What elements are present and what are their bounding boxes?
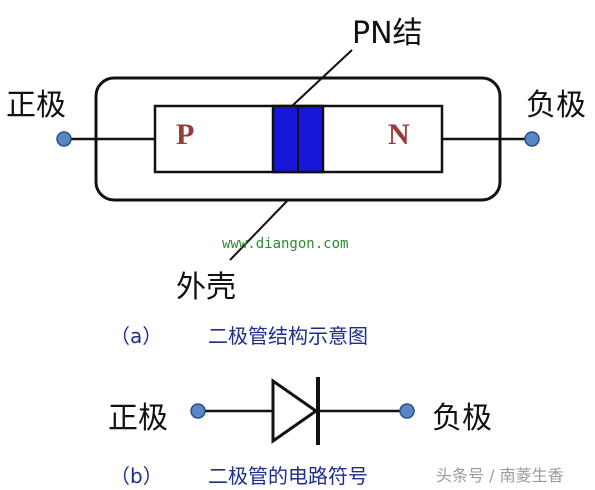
caption-a-text: 二极管结构示意图 <box>208 324 368 348</box>
cathode-label: 负极 <box>526 88 586 123</box>
watermark: 头条号 / 南菱生香 <box>436 466 564 485</box>
n-region-label: N <box>388 118 410 151</box>
pn-junction-label: PN结 <box>352 16 423 51</box>
shell-label: 外壳 <box>176 270 236 305</box>
symbol-anode-terminal <box>190 403 206 419</box>
symbol-anode-label: 正极 <box>108 401 168 436</box>
cathode-terminal <box>524 131 540 147</box>
diode-triangle <box>271 378 319 444</box>
shell-pointer <box>229 199 289 261</box>
caption-b-tag: （b） <box>110 464 163 488</box>
website-url: www.diangon.com <box>222 236 349 252</box>
symbol-cathode-terminal <box>399 403 415 419</box>
caption-a-tag: （a） <box>110 324 163 348</box>
p-region-label: P <box>176 118 195 151</box>
symbol-cathode-label: 负极 <box>432 401 492 436</box>
caption-b-text: 二极管的电路符号 <box>208 464 368 488</box>
pn-junction-pointer <box>291 49 353 107</box>
anode-terminal <box>56 131 72 147</box>
anode-label: 正极 <box>6 88 66 123</box>
